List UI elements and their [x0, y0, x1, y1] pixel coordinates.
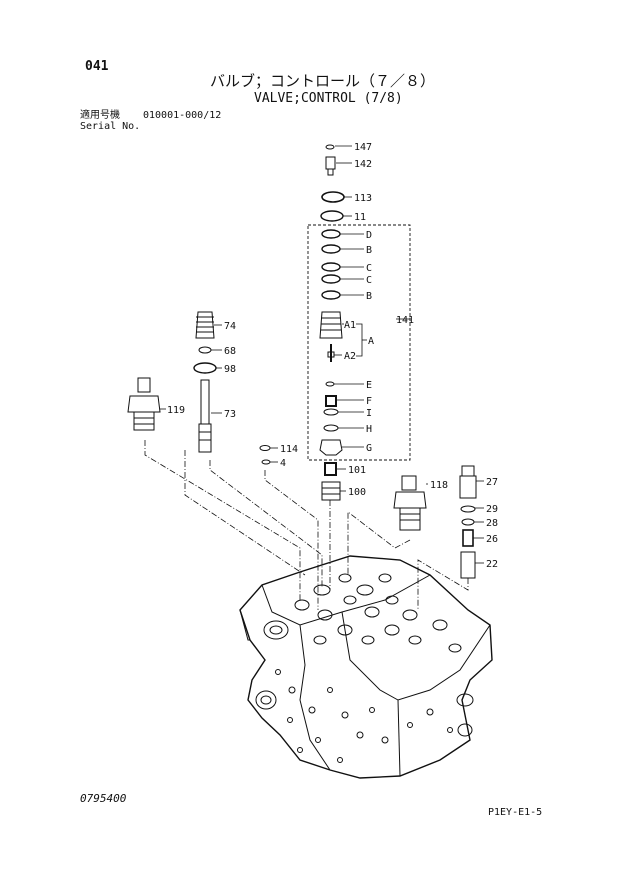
- callout-B-upper: B: [366, 245, 372, 256]
- callout-I: I: [366, 408, 372, 419]
- callout-A: A: [368, 336, 374, 347]
- callout-leaders: [160, 145, 484, 564]
- figure-code: P1EY-E1-5: [488, 807, 543, 818]
- callout-11: 11: [354, 212, 366, 223]
- left-spool-stack: [127, 311, 217, 453]
- callout-C-upper: C: [366, 263, 372, 274]
- callout-68: 68: [224, 346, 236, 357]
- assembly-141-boundary: [307, 224, 411, 461]
- callout-C-lower: C: [366, 275, 372, 286]
- serial-range: 010001-000/12: [143, 110, 222, 121]
- callout-101: 101: [348, 465, 366, 476]
- callout-142: 142: [354, 159, 372, 170]
- assembly-leader-lines: [144, 440, 469, 610]
- callout-74: 74: [224, 321, 236, 332]
- callout-G: G: [366, 443, 372, 454]
- valve-housing: [239, 555, 493, 779]
- callout-28: 28: [486, 518, 498, 529]
- page-number: 041: [85, 59, 109, 74]
- sensor-118: [393, 475, 427, 531]
- callout-B-lower: B: [366, 291, 372, 302]
- page-title-japanese: バルブ；コントロール（７／８）: [210, 72, 436, 90]
- callout-73: 73: [224, 409, 236, 420]
- callout-100: 100: [348, 487, 366, 498]
- callout-F: F: [366, 396, 372, 407]
- right-valve-stack: [459, 465, 477, 579]
- callout-E: E: [366, 380, 372, 391]
- callout-26: 26: [486, 534, 498, 545]
- callout-4: 4: [280, 458, 286, 469]
- callout-D: D: [366, 230, 372, 241]
- serial-label-japanese: 適用号機: [80, 110, 120, 121]
- serial-label-english: Serial No.: [80, 121, 141, 132]
- callout-29: 29: [486, 504, 498, 515]
- callout-A1: A1: [344, 320, 356, 331]
- callout-22: 22: [486, 559, 498, 570]
- callout-H: H: [366, 424, 372, 435]
- callout-118: 118: [430, 480, 448, 491]
- callout-119: 119: [167, 405, 185, 416]
- document-number: 0795400: [80, 792, 127, 805]
- callout-A2: A2: [344, 351, 356, 362]
- central-spool-stack: [319, 144, 345, 501]
- callout-141: 141: [396, 315, 414, 326]
- parts-114-4: [259, 445, 271, 465]
- callout-147: 147: [354, 142, 372, 153]
- callout-114: 114: [280, 444, 298, 455]
- page-title-english: VALVE;CONTROL (7/8): [254, 91, 403, 106]
- callout-27: 27: [486, 477, 498, 488]
- callout-113: 113: [354, 193, 372, 204]
- callout-98: 98: [224, 364, 236, 375]
